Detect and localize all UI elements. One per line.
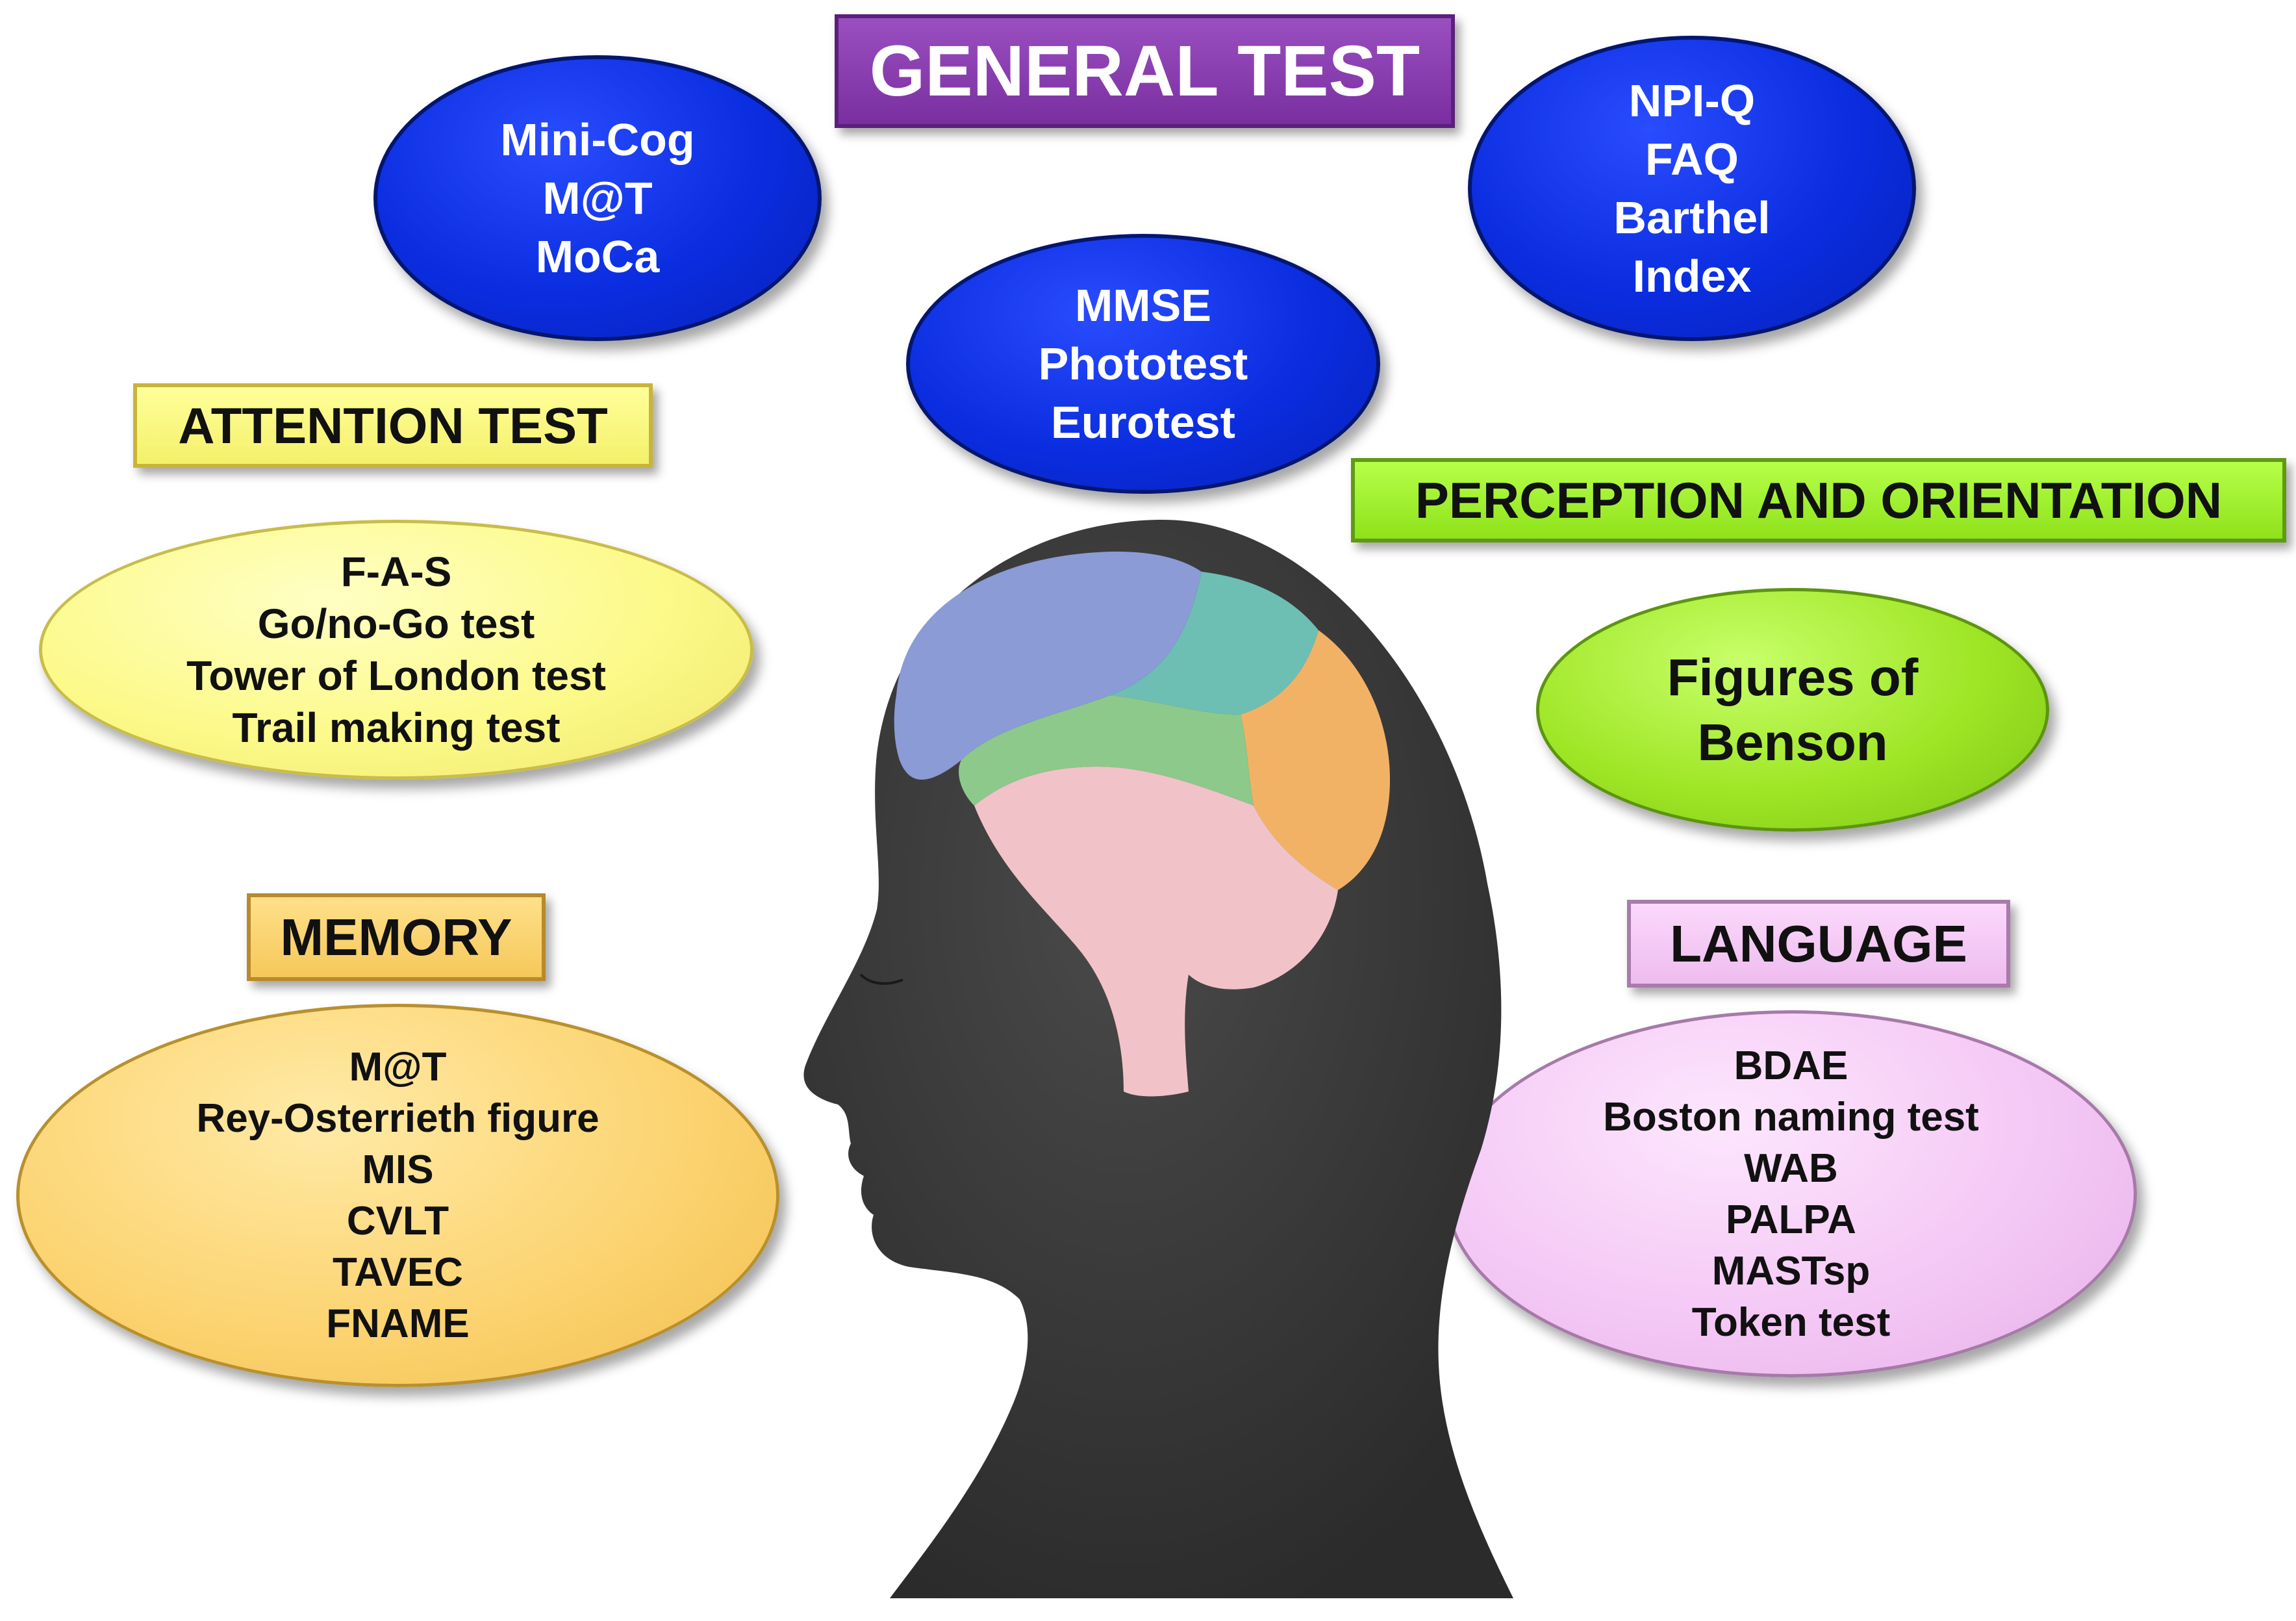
test-item: M@T <box>542 173 653 223</box>
general-test-heading-text: GENERAL TEST <box>869 31 1420 111</box>
frontal-lobe <box>894 552 1202 780</box>
general-test-oval-center: MMSE Phototest Eurotest <box>906 234 1380 494</box>
test-item: BDAE <box>1734 1043 1848 1088</box>
memory-heading: MEMORY <box>247 893 546 981</box>
test-item: CVLT <box>346 1199 449 1244</box>
test-item: Phototest <box>1038 338 1248 389</box>
test-item: Rey-Osterrieth figure <box>196 1096 599 1141</box>
general-test-oval-left: Mini-Cog M@T MoCa <box>373 55 822 341</box>
test-item: PALPA <box>1726 1197 1856 1242</box>
general-test-oval-right: NPI-Q FAQ Barthel Index <box>1468 36 1916 341</box>
attention-test-heading: ATTENTION TEST <box>133 383 653 468</box>
head-brain-illustration <box>803 520 1513 1598</box>
test-item: Boston naming test <box>1603 1094 1979 1140</box>
test-item: F-A-S <box>340 548 452 595</box>
test-item: MMSE <box>1075 280 1211 331</box>
parietal-lobe <box>1111 572 1318 715</box>
language-heading: LANGUAGE <box>1627 900 2010 988</box>
perception-orientation-heading: PERCEPTION AND ORIENTATION <box>1351 458 2286 542</box>
test-item: Mini-Cog <box>500 114 695 165</box>
test-item: FNAME <box>326 1301 470 1346</box>
test-item: TAVEC <box>333 1250 463 1295</box>
limbic-region <box>959 695 1254 806</box>
test-item: Go/no-Go test <box>257 600 535 647</box>
test-item: Barthel <box>1613 192 1771 243</box>
test-item: Token test <box>1691 1299 1891 1345</box>
perception-test-oval: Figures of Benson <box>1536 588 2049 832</box>
test-item: M@T <box>349 1045 447 1090</box>
test-item: FAQ <box>1645 134 1739 185</box>
brainstem-cerebellum <box>974 767 1338 1097</box>
attention-test-heading-text: ATTENTION TEST <box>178 396 608 454</box>
memory-test-oval: M@T Rey-Osterrieth figure MIS CVLT TAVEC… <box>16 1004 779 1387</box>
test-item: Figures of <box>1667 648 1919 706</box>
test-item: Benson <box>1697 713 1888 771</box>
test-item: MIS <box>362 1147 434 1192</box>
test-item: MoCa <box>535 231 660 282</box>
test-item: WAB <box>1744 1145 1838 1191</box>
test-item: Index <box>1632 251 1752 301</box>
test-item: NPI-Q <box>1628 75 1756 126</box>
occipital-lobe <box>1241 630 1390 890</box>
perception-orientation-heading-text: PERCEPTION AND ORIENTATION <box>1415 471 2223 529</box>
test-item: Trail making test <box>232 704 561 751</box>
general-test-heading: GENERAL TEST <box>835 14 1455 128</box>
attention-test-oval: F-A-S Go/no-Go test Tower of London test… <box>39 520 753 780</box>
closed-eye <box>859 973 903 985</box>
test-item: Eurotest <box>1051 397 1235 448</box>
language-test-oval: BDAE Boston naming test WAB PALPA MASTsp… <box>1445 1010 2137 1377</box>
test-item: MASTsp <box>1711 1248 1871 1294</box>
language-heading-text: LANGUAGE <box>1670 914 1967 973</box>
test-item: Tower of London test <box>186 652 606 699</box>
memory-heading-text: MEMORY <box>280 908 512 966</box>
